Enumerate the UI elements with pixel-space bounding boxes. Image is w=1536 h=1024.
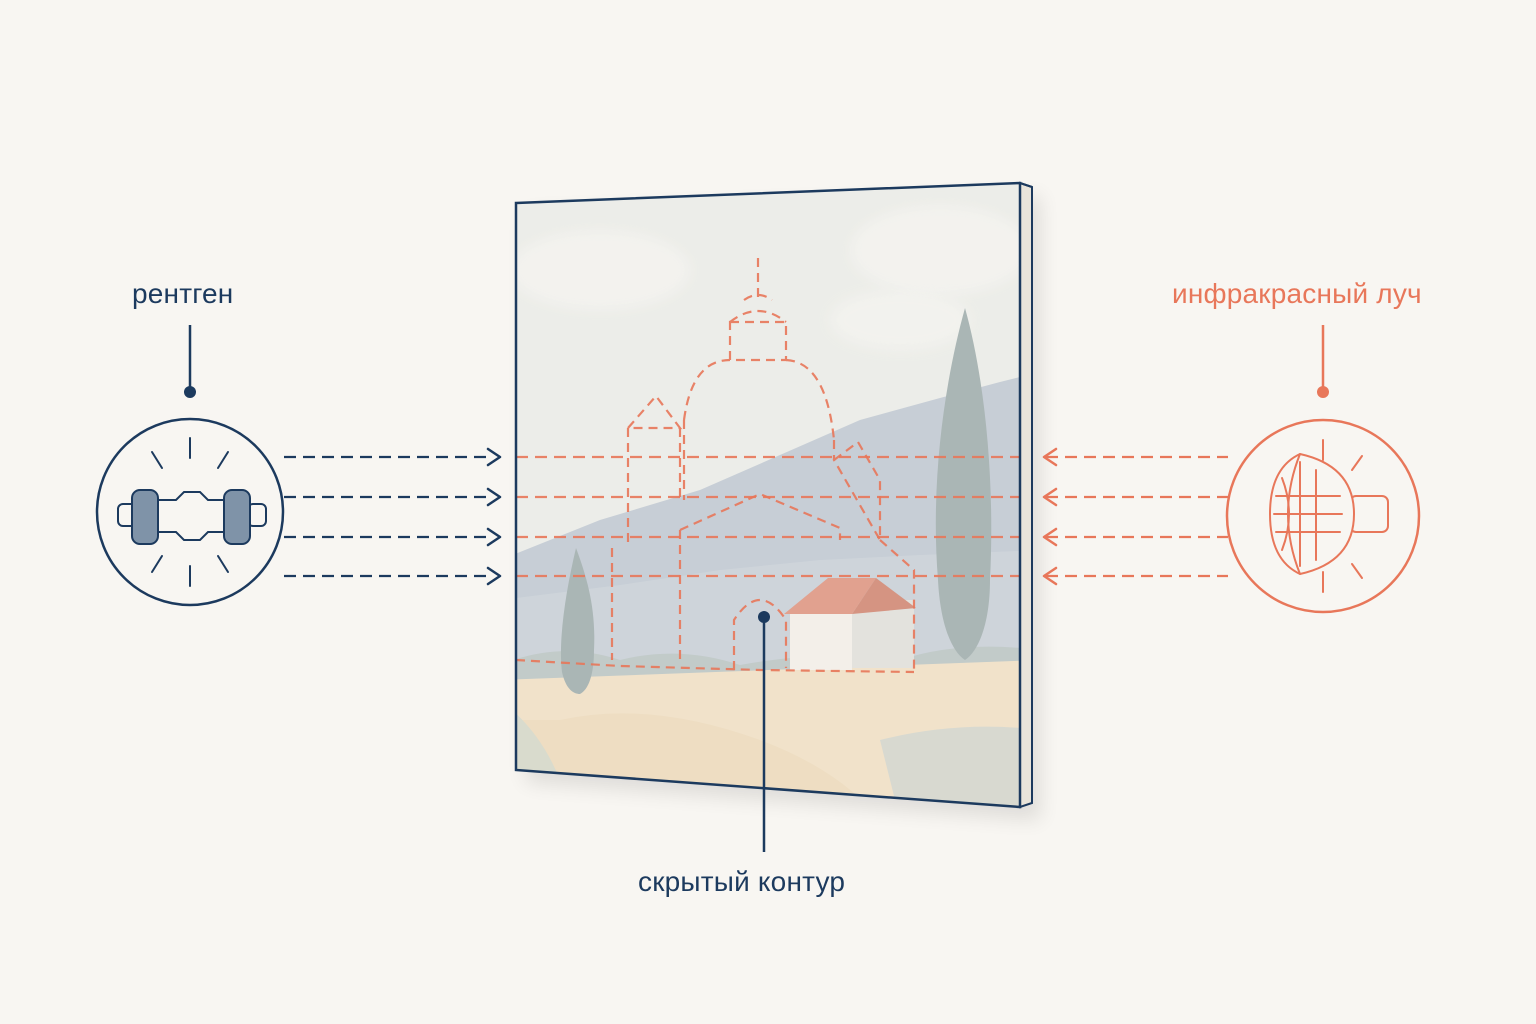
- infrared-source: [1042, 325, 1421, 614]
- hidden-church-contour: [516, 258, 916, 674]
- house: [784, 578, 916, 670]
- painting-canvas: [514, 181, 1040, 820]
- landscape-painting: [516, 183, 1020, 807]
- xray-beams: [284, 455, 490, 578]
- xray-tube-icon: [117, 437, 267, 587]
- hidden-contour-callout: [758, 611, 770, 852]
- cypress-tree-small: [560, 548, 595, 694]
- canvas-side-edge: [1019, 181, 1033, 809]
- infrared-beams: [1046, 455, 1228, 578]
- hidden-contour-label: скрытый контур: [638, 866, 846, 897]
- xray-source: [95, 325, 502, 607]
- xray-arrowheads: [486, 447, 502, 586]
- infrared-beams-through-painting: [516, 455, 1020, 578]
- xray-label: рентген: [132, 278, 234, 309]
- infrared-arrowheads: [1042, 447, 1058, 586]
- infrared-lamp-icon: [1268, 439, 1389, 593]
- cypress-tree-large: [935, 308, 992, 660]
- infrared-label: инфракрасный луч: [1172, 278, 1422, 309]
